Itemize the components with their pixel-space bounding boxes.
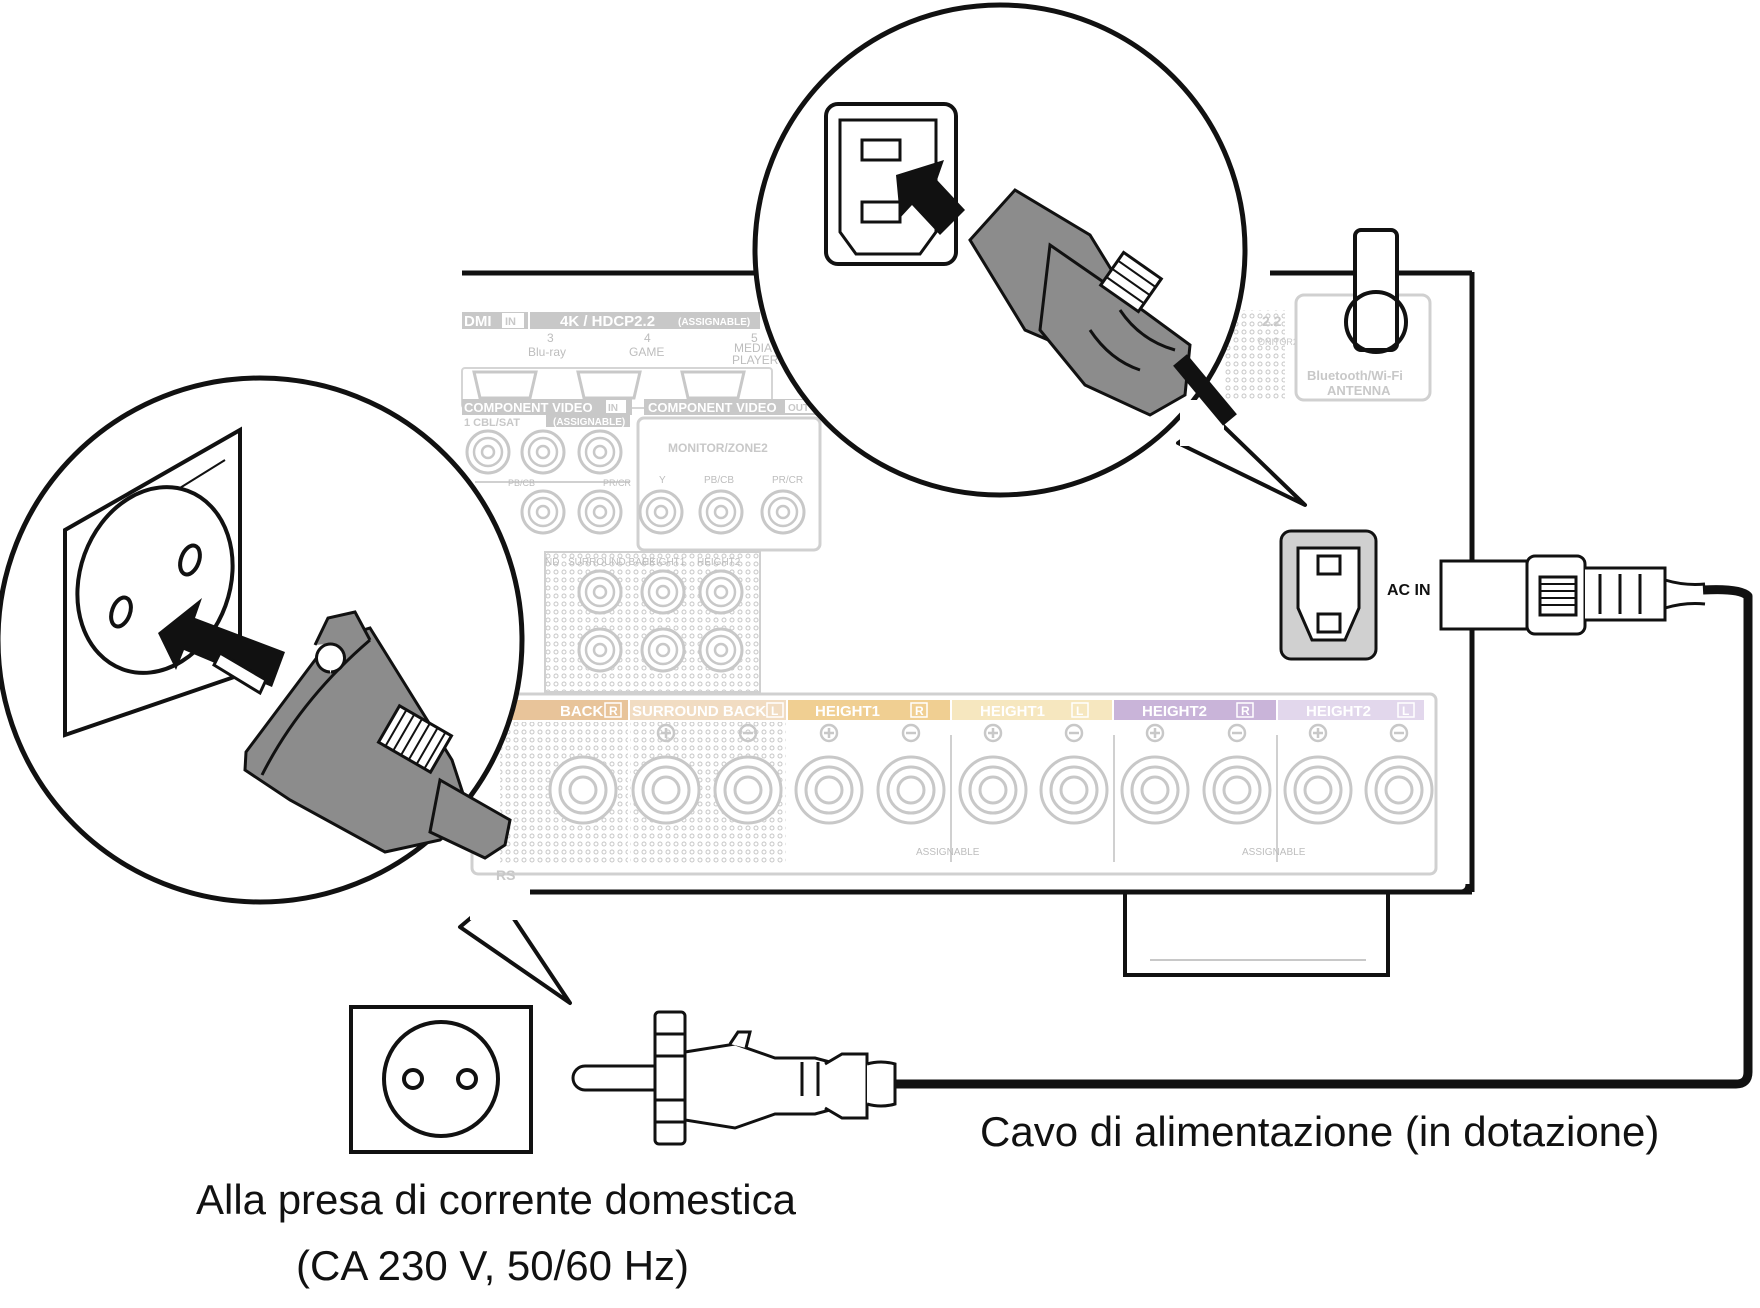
rca-jack-icon xyxy=(465,429,511,475)
component-in-badge: IN xyxy=(608,403,618,414)
hdmi-out-fragment-label: 2.2 xyxy=(1262,313,1282,329)
rca-jack-icon xyxy=(520,429,566,475)
binding-post-icon xyxy=(631,755,701,825)
binding-post-icon xyxy=(1039,755,1109,825)
hdmi-5-number: 5 xyxy=(751,331,758,345)
monitor-zone2-label: MONITOR/ZONE2 xyxy=(668,441,768,455)
rca-jack-icon xyxy=(760,489,806,535)
binding-post-icon xyxy=(1364,755,1434,825)
speaker-terminals: BACK SURROUND BACK HEIGHT1 HEIGHT1 HEIGH… xyxy=(470,692,1438,883)
binding-post-icon xyxy=(713,755,783,825)
antenna-label-line2: ANTENNA xyxy=(1327,383,1391,398)
component-video-in-section: COMPONENT VIDEO IN 1 CBL/SAT (ASSIGNABLE… xyxy=(462,399,632,535)
hdmi-5-name: MEDIA xyxy=(734,341,772,355)
speaker-side-badge: R xyxy=(1241,704,1250,718)
schuko-plug xyxy=(571,1010,897,1146)
binding-post-icon xyxy=(876,755,946,825)
preout-label: HEIGHT1 xyxy=(642,557,686,568)
component-out-pr: PR/CR xyxy=(772,475,803,486)
hdmi-3-number: 3 xyxy=(547,331,554,345)
speakers-label-fragment: RS xyxy=(496,867,515,883)
speaker-label: HEIGHT2 xyxy=(1306,703,1371,720)
outlet-caption-line1: Alla presa di corrente domestica xyxy=(196,1176,796,1223)
speaker-label: HEIGHT1 xyxy=(980,703,1045,720)
rca-jack-icon xyxy=(577,569,623,615)
socket-hole-icon xyxy=(456,1068,478,1090)
rca-jack-icon xyxy=(698,489,744,535)
preout-label: ND xyxy=(545,557,559,568)
hdmi-port-icon xyxy=(576,370,642,400)
speaker-side-badge: L xyxy=(1402,704,1409,718)
rca-jack-icon xyxy=(520,489,566,535)
hdmi-input-section: DMI IN 4K / HDCP2.2 (ASSIGNABLE) 3 Blu-r… xyxy=(461,312,779,409)
rca-jack-icon xyxy=(640,627,686,673)
hdmi-4-name: GAME xyxy=(629,345,664,359)
speaker-label: HEIGHT1 xyxy=(815,703,880,720)
speaker-side-badge: R xyxy=(609,704,618,718)
component-in-assignable: (ASSIGNABLE) xyxy=(553,417,625,428)
rca-jack-icon xyxy=(640,569,686,615)
speaker-label: HEIGHT2 xyxy=(1142,703,1207,720)
binding-post-icon xyxy=(1120,755,1190,825)
iec-plug-detail xyxy=(968,188,1237,426)
speaker-side-badge: L xyxy=(771,704,778,718)
antenna-connector: Bluetooth/Wi-Fi ANTENNA xyxy=(1294,228,1432,402)
speaker-side-badge: R xyxy=(915,704,924,718)
hdmi-label: DMI xyxy=(464,313,492,330)
ac-in-label: AC IN xyxy=(1387,582,1431,599)
component-in-sub-label: 1 CBL/SAT xyxy=(464,417,520,429)
binding-post-icon xyxy=(548,755,618,825)
rca-jack-icon xyxy=(638,489,684,535)
speaker-side-badge: L xyxy=(1076,704,1083,718)
component-in-pr: PR/CR xyxy=(603,478,632,488)
component-in-label: COMPONENT VIDEO xyxy=(464,400,593,415)
pre-out-section: ND SURROUND BACK HEIGHT1 HEIGHT2 xyxy=(544,551,761,693)
hdmi-port-icon xyxy=(680,370,746,400)
hdmi-4-number: 4 xyxy=(644,331,651,345)
socket-hole-icon xyxy=(402,1068,424,1090)
hdmi-standard-label: 4K / HDCP2.2 xyxy=(560,313,655,330)
outlet-detail-callout xyxy=(0,375,572,1005)
preout-label: SURROUND BACK xyxy=(568,557,656,568)
assignable-label: ASSIGNABLE xyxy=(916,847,980,858)
rca-jack-icon xyxy=(698,569,744,615)
hdmi-assignable-label: (ASSIGNABLE) xyxy=(678,317,750,328)
schuko-plug-detail xyxy=(212,610,512,860)
speaker-label: SURROUND BACK xyxy=(632,703,766,720)
rca-jack-icon xyxy=(577,627,623,673)
assignable-label: ASSIGNABLE xyxy=(1242,847,1306,858)
binding-post-icon xyxy=(958,755,1028,825)
ac-inlet: AC IN xyxy=(1279,529,1431,661)
hdmi-in-badge: IN xyxy=(505,316,516,328)
power-cable-caption: Cavo di alimentazione (in dotazione) xyxy=(980,1108,1660,1155)
wall-outlet xyxy=(349,1005,533,1154)
binding-post-icon xyxy=(1283,755,1353,825)
power-cable xyxy=(895,585,1753,1089)
outlet-caption-line2: (CA 230 V, 50/60 Hz) xyxy=(296,1242,690,1289)
preout-label: HEIGHT2 xyxy=(697,557,741,568)
component-in-pb: PB/CB xyxy=(508,478,535,488)
component-out-badge: OUT xyxy=(788,403,809,414)
inlet-detail-callout xyxy=(752,2,1307,507)
rca-jack-icon xyxy=(577,429,623,475)
insert-arrow-icon xyxy=(896,160,965,235)
component-out-pb: PB/CB xyxy=(704,475,734,486)
hdmi-5-name-line2: PLAYER xyxy=(732,353,779,367)
component-video-out-section: COMPONENT VIDEO OUT MONITOR/ZONE2 Y PB/C… xyxy=(636,399,822,552)
insert-arrow-icon xyxy=(158,598,285,687)
component-out-label: COMPONENT VIDEO xyxy=(648,400,777,415)
hdmi-port-icon xyxy=(472,370,538,400)
speaker-label: BACK xyxy=(560,703,603,720)
hdmi-3-name: Blu-ray xyxy=(528,345,566,359)
antenna-label-line1: Bluetooth/Wi-Fi xyxy=(1307,368,1403,383)
rca-jack-icon xyxy=(577,489,623,535)
iec-plug xyxy=(1439,554,1706,636)
binding-post-icon xyxy=(794,755,864,825)
binding-post-icon xyxy=(1202,755,1272,825)
component-out-y: Y xyxy=(659,475,666,486)
monitor2-fragment-label: ONITOR2 xyxy=(1258,337,1298,347)
rca-jack-icon xyxy=(698,627,744,673)
receiver-rear-panel: DMI IN 4K / HDCP2.2 (ASSIGNABLE) 3 Blu-r… xyxy=(461,228,1706,977)
